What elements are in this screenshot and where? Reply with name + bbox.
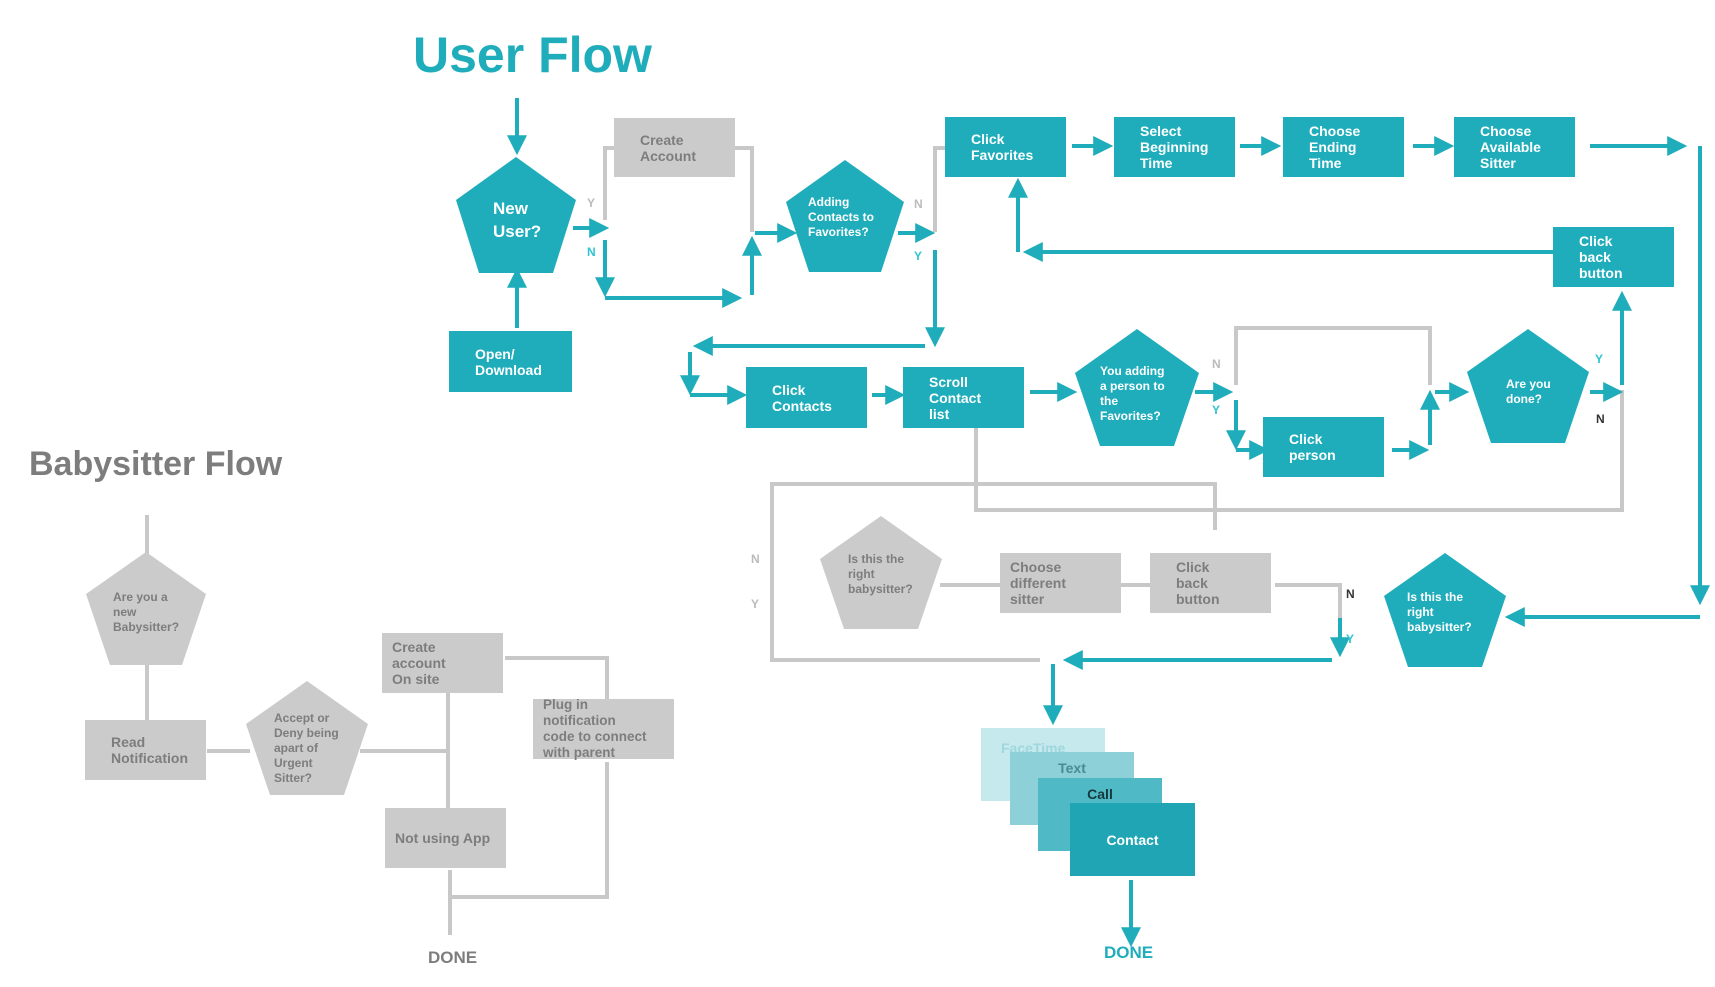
gray-line-loop [770, 482, 1217, 662]
label-gray-sitter-no: N [751, 552, 760, 566]
new-user-decision: New User? [456, 157, 576, 273]
babysitter-flow-title: Babysitter Flow [29, 445, 283, 483]
click-back-button-top-box: Click back button [1553, 227, 1674, 287]
right-babysitter-text-teal: Is this the right babysitter? [1407, 590, 1472, 634]
gray-line-person-no [1234, 326, 1432, 385]
create-account-box: Create Account [614, 118, 735, 177]
label-adding-contacts-yes: Y [914, 249, 923, 263]
right-babysitter-decision-gray: Is this the right babysitter? [820, 516, 942, 629]
label-are-you-done-no: N [1596, 412, 1605, 426]
label-are-you-done-yes: Y [1595, 352, 1604, 366]
accept-deny-decision: Accept or Deny being apart of Urgent Sit… [246, 681, 368, 795]
open-download-box: Open/ Download [449, 331, 572, 392]
contact-option: Contact [1070, 803, 1195, 876]
label-adding-person-no: N [1212, 357, 1221, 371]
right-babysitter-text-gray: Is this the right babysitter? [848, 552, 913, 596]
label-right-sitter-yes: Y [1346, 632, 1355, 646]
adding-contacts-text: Adding Contacts to Favorites? [808, 195, 874, 239]
label-adding-contacts-no: N [914, 197, 923, 211]
not-using-app-box: Not using App [385, 808, 506, 868]
label-new-user-no: N [587, 245, 596, 259]
user-flow-done: DONE [1104, 943, 1154, 962]
are-you-done-text: Are you done? [1506, 377, 1551, 406]
select-beginning-time-box: Select Beginning Time [1114, 117, 1235, 177]
adding-person-text: You adding a person to the Favorites? [1100, 364, 1165, 423]
read-notification-box: Read Notification [85, 720, 206, 780]
are-you-done-decision: Are you done? [1467, 329, 1589, 443]
gray-line-adding-no [933, 146, 948, 232]
babysitter-flow-done: DONE [428, 948, 478, 967]
new-babysitter-text: Are you a new Babysitter? [113, 590, 180, 634]
gray-line-back-gray [1275, 583, 1342, 630]
label-gray-sitter-yes: Y [751, 597, 760, 611]
choose-ending-time-box: Choose Ending Time [1283, 117, 1404, 177]
scroll-contact-list-box: Scroll Contact list [903, 367, 1024, 428]
right-babysitter-decision-teal: Is this the right babysitter? [1384, 553, 1506, 667]
click-contacts-box: Click Contacts [746, 367, 867, 428]
adding-contacts-decision: Adding Contacts to Favorites? [786, 160, 904, 272]
adding-person-decision: You adding a person to the Favorites? [1075, 329, 1199, 446]
choose-different-sitter-box: Choose different sitter [1000, 553, 1121, 613]
create-account-on-site-box: Create account On site [382, 633, 503, 693]
new-babysitter-decision: Are you a new Babysitter? [86, 552, 206, 665]
gray-line-scroll-back [974, 390, 1624, 512]
label-adding-person-yes: Y [1212, 403, 1221, 417]
new-user-text: New User? [493, 199, 542, 241]
label-right-sitter-no: N [1346, 587, 1355, 601]
click-favorites-box: Click Favorites [945, 117, 1066, 177]
user-flow-title: User Flow [413, 27, 652, 83]
choose-available-sitter-box: Choose Available Sitter [1454, 117, 1575, 177]
plug-in-code-box: Plug in notification code to connect wit… [533, 697, 674, 760]
label-new-user-yes: Y [587, 196, 596, 210]
accept-deny-text: Accept or Deny being apart of Urgent Sit… [274, 711, 339, 785]
bs-line-create-plug [505, 656, 609, 700]
click-person-box: Click person [1263, 417, 1384, 477]
bs-line-plug-done [450, 762, 609, 899]
click-back-button-gray-box: Click back button [1150, 553, 1271, 613]
